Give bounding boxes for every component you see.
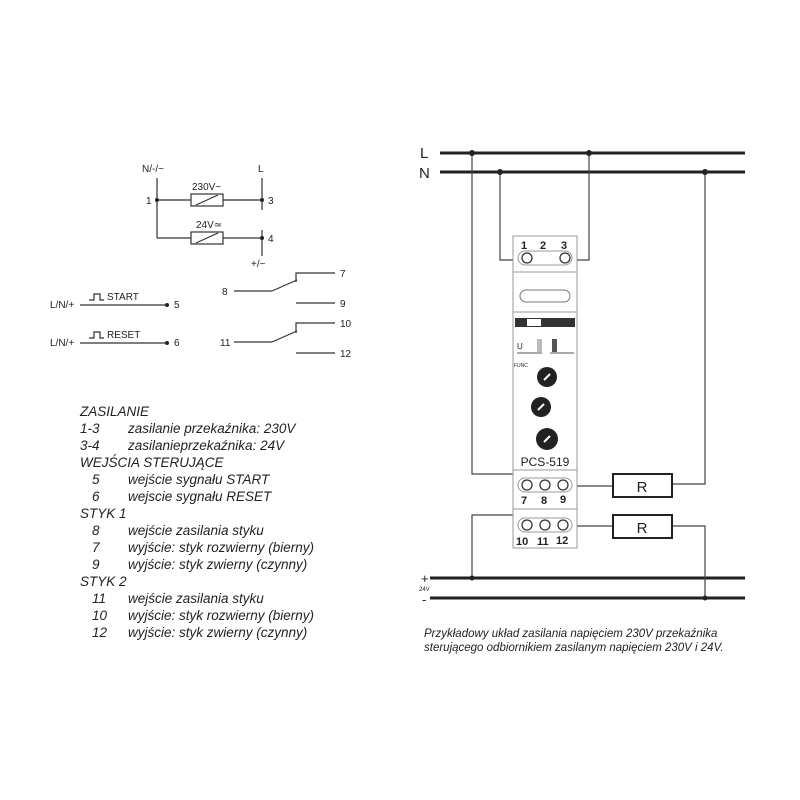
junction-dot xyxy=(260,236,264,240)
input-lines xyxy=(80,293,167,344)
legend-head: STYK 1 xyxy=(80,506,127,521)
terminal-7: 7 xyxy=(521,495,527,507)
legend-text: wejście sygnału START xyxy=(128,472,270,487)
legend-head: WEJŚCIA STERUJĄCE xyxy=(80,455,224,470)
legend-num: 11 xyxy=(92,591,107,606)
terminal-12: 12 xyxy=(556,535,568,547)
diagram-caption: Przykładowy układ zasilania napięciem 23… xyxy=(424,627,764,655)
terminal-3-label: 3 xyxy=(268,196,274,207)
terminal-5-label: 5 xyxy=(174,300,180,311)
coil-24-label: 24V≃ xyxy=(196,220,222,231)
terminal-9: 9 xyxy=(560,494,566,506)
contact-8-label: 8 xyxy=(222,287,228,298)
l-bus-label: L xyxy=(420,145,428,162)
plus-label: +/~ xyxy=(251,259,266,270)
legend-num: 3-4 xyxy=(80,438,100,453)
contact-9-label: 9 xyxy=(340,299,346,310)
led-u xyxy=(537,339,542,352)
contact-7-label: 7 xyxy=(340,269,346,280)
junction-dots xyxy=(469,150,708,601)
bus-lines xyxy=(430,151,745,600)
legend-head: ZASILANIE xyxy=(80,404,150,419)
coil-230-label: 230V~ xyxy=(192,182,221,193)
terminal-6-label: 6 xyxy=(174,338,180,349)
terminal-legend: ZASILANIE 1-3 zasilanie przekaźnika: 230V… xyxy=(80,403,314,641)
junction-dot xyxy=(155,198,159,202)
brand-strip xyxy=(515,318,575,327)
junction-dot xyxy=(260,198,264,202)
terminal-2: 2 xyxy=(540,240,546,252)
legend-text: wejście zasilania styku xyxy=(128,523,264,538)
legend-text: wyjście: styk zwierny (czynny) xyxy=(128,625,308,640)
legend-num: 5 xyxy=(92,472,100,487)
legend-text: zasilanie przekaźnika: 230V xyxy=(128,421,296,436)
n-bus-label: N xyxy=(419,165,430,182)
legend-num: 10 xyxy=(92,608,108,623)
legend-text: wyjście: styk rozwierny (bierny) xyxy=(128,540,315,555)
start-label: START xyxy=(107,292,139,303)
legend-num: 9 xyxy=(92,557,100,572)
legend-num: 12 xyxy=(92,625,108,640)
start-source: L/N/+ xyxy=(50,300,74,311)
load-2 xyxy=(612,514,673,539)
legend-text: wejście zasilania styku xyxy=(128,591,264,606)
load-1-label: R xyxy=(637,479,648,496)
u-label: U xyxy=(517,342,523,351)
legend-num: 7 xyxy=(92,540,100,555)
func-label: FUNC xyxy=(514,363,528,369)
terminal-10: 10 xyxy=(516,536,528,548)
terminal-1: 1 xyxy=(521,240,527,252)
terminal-3: 3 xyxy=(561,240,567,252)
reset-label: RESET xyxy=(107,330,140,341)
load-1 xyxy=(612,473,673,498)
contact-11-label: 11 xyxy=(220,338,231,349)
reset-source: L/N/+ xyxy=(50,338,74,349)
relay-device xyxy=(512,235,578,549)
legend-head: STYK 2 xyxy=(80,574,127,589)
n-label: N/-/~ xyxy=(142,164,164,175)
caption-line-2: sterującego odbiornikiem zasilanym napię… xyxy=(424,642,724,654)
dc-label: 24V xyxy=(419,587,430,593)
plus-bus-label: + xyxy=(421,571,429,586)
terminal-5-dot xyxy=(165,303,169,307)
legend-num: 8 xyxy=(92,523,100,538)
minus-bus-label: - xyxy=(422,592,426,607)
device-model: PCS-519 xyxy=(521,455,570,469)
contact-10-label: 10 xyxy=(340,319,352,330)
terminal-11: 11 xyxy=(537,536,549,548)
power-schematic xyxy=(156,178,263,256)
legend-text: zasilanieprzekaźnika: 24V xyxy=(128,438,285,453)
terminal-6-dot xyxy=(165,341,169,345)
legend-text: wejscie sygnału RESET xyxy=(128,489,272,504)
terminal-4-label: 4 xyxy=(268,234,274,245)
terminal-screws xyxy=(521,252,571,531)
legend-num: 1-3 xyxy=(80,421,100,436)
contact-schematic xyxy=(234,272,335,354)
caption-line-1: Przykładowy układ zasilania napięciem 23… xyxy=(424,628,718,640)
terminal-8: 8 xyxy=(541,495,547,507)
legend-text: wyjście: styk zwierny (czynny) xyxy=(128,557,308,572)
terminal-1-label: 1 xyxy=(146,196,152,207)
contact-12-label: 12 xyxy=(340,349,352,360)
legend-text: wyjście: styk rozwierny (bierny) xyxy=(128,608,315,623)
l-label: L xyxy=(258,164,264,175)
led-relay xyxy=(552,339,557,352)
legend-num: 6 xyxy=(92,489,100,504)
load-2-label: R xyxy=(637,520,648,537)
